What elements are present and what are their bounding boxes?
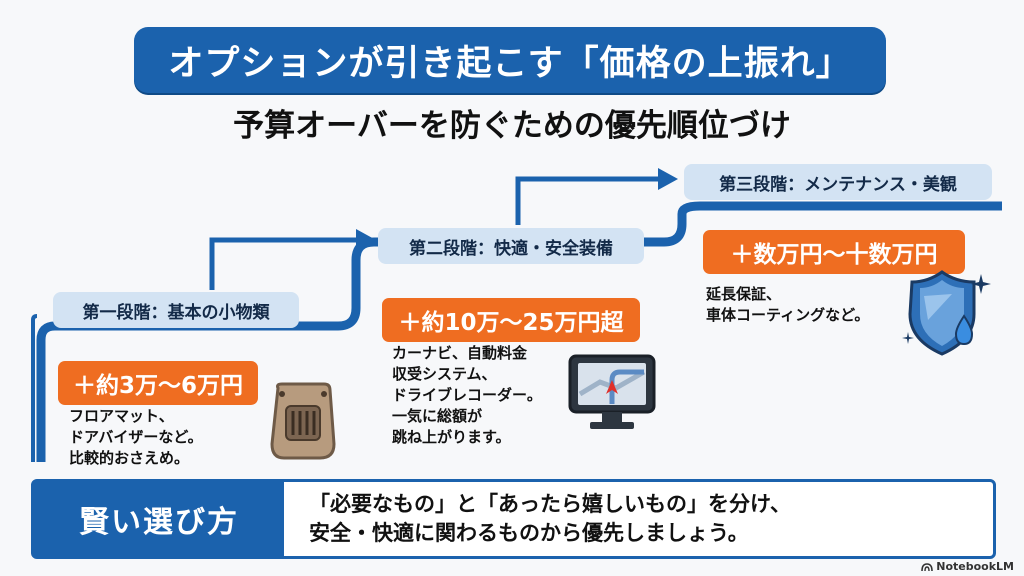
watermark-text: NotebookLM — [936, 560, 1014, 573]
notebooklm-logo-icon — [921, 562, 934, 571]
arrow-to-stage-2 — [209, 237, 358, 290]
arrow-head-stage-3 — [658, 168, 678, 190]
stage-1-description: フロアマット、 ドアバイザーなど。 比較的おさえめ。 — [69, 407, 203, 467]
stage-3-cost-badge: ＋数万円～十数万円 — [703, 230, 965, 274]
floor-mat-icon — [270, 382, 336, 460]
page-title: オプションが引き起こす「価格の上振れ」 — [168, 43, 852, 84]
advice-message: 「必要なもの」と「あったら嬉しいもの」を分け、 安全・快適に関わるものから優先し… — [309, 492, 791, 545]
stage-2-description: カーナビ、自動料金 収受システム、 ドライブレコーダー。 一気に総額が 跳ね上が… — [392, 344, 542, 446]
advice-box: 賢い選び方 「必要なもの」と「あったら嬉しいもの」を分け、 安全・快適に関わるも… — [31, 479, 996, 559]
car-navigation-icon — [568, 354, 656, 429]
stage-2-cost-badge: ＋約10万～25万円超 — [382, 298, 640, 342]
advice-heading: 賢い選び方 — [34, 482, 284, 556]
page-subtitle: 予算オーバーを防ぐための優先順位づけ — [233, 108, 791, 144]
stage-2-label: 第二段階：快適・安全装備 — [378, 228, 644, 264]
staircase-inner-line — [31, 314, 38, 462]
arrow-to-stage-3 — [515, 176, 660, 225]
shield-coating-icon — [902, 270, 991, 356]
stage-3-label: 第三段階：メンテナンス・美観 — [684, 164, 992, 200]
stage-3-description: 延長保証、 車体コーティングなど。 — [706, 285, 870, 324]
stage-1-label: 第一段階：基本の小物類 — [53, 292, 299, 328]
watermark: NotebookLM — [921, 560, 1014, 573]
title-banner: オプションが引き起こす「価格の上振れ」 — [134, 27, 886, 93]
stage-1-cost-badge: ＋約3万～6万円 — [58, 361, 258, 405]
arrow-head-stage-2 — [356, 229, 376, 251]
